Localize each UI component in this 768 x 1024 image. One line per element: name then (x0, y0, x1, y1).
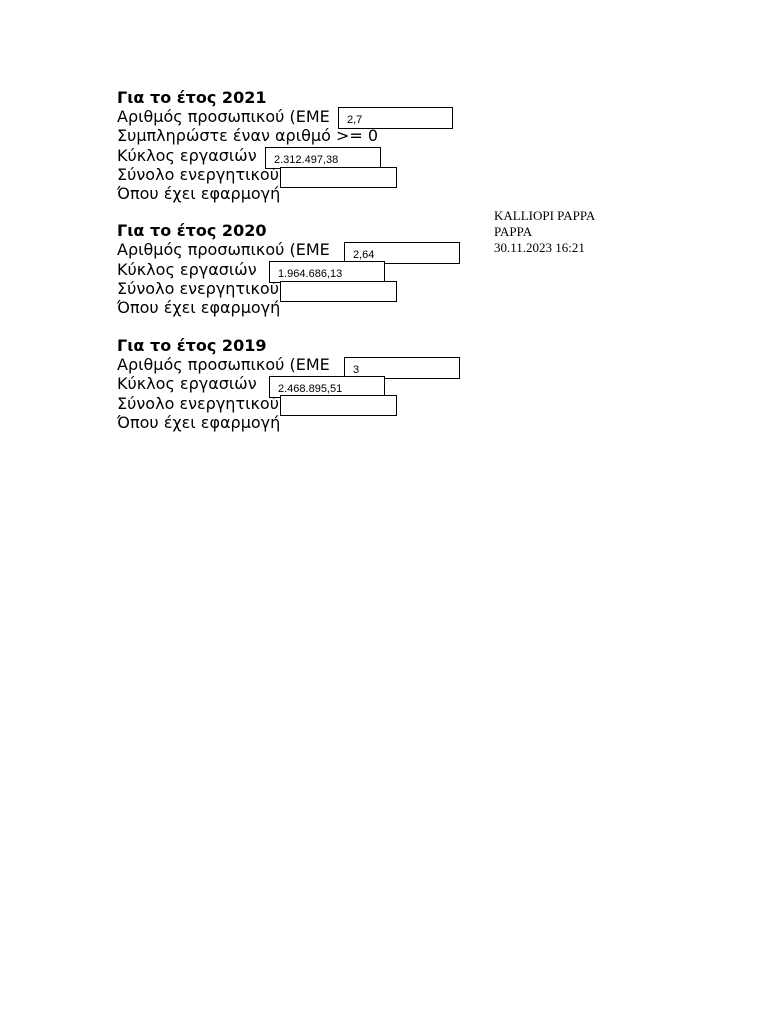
assets-label-2019: Σύνολο ενεργητικού (117, 394, 279, 413)
assets-label-2020: Σύνολο ενεργητικού (117, 279, 279, 298)
hint-text-2021: Συμπληρώστε έναν αριθμό >= 0 (117, 126, 379, 145)
turnover-label-2020: Κύκλος εργασιών (117, 260, 257, 279)
turnover-input-2021[interactable]: 2.312.497,38 (265, 147, 381, 169)
staff-label-2020: Αριθμός προσωπικού (ΕΜΕ (117, 240, 330, 259)
staff-label-2019: Αριθμός προσωπικού (ΕΜΕ (117, 355, 330, 374)
signature-surname: PAPPA (494, 224, 533, 239)
assets-input-2019[interactable] (280, 395, 397, 416)
digital-signature: KALLIOPI PAPPA PAPPA 30.11.2023 16:21 (494, 208, 595, 256)
turnover-input-2020[interactable]: 1.964.686,13 (269, 261, 385, 283)
staff-label-2021: Αριθμός προσωπικού (ΕΜΕ (117, 107, 330, 126)
assets-input-2021[interactable] (280, 167, 397, 188)
signature-timestamp: 30.11.2023 16:21 (494, 240, 585, 255)
applicable-label-2020: Όπου έχει εφαρμογή (117, 298, 281, 317)
assets-label-2021: Σύνολο ενεργητικού (117, 165, 279, 184)
heading-2019: Για το έτος 2019 (117, 336, 267, 355)
applicable-label-2019: Όπου έχει εφαρμογή (117, 413, 281, 432)
assets-input-2020[interactable] (280, 281, 397, 302)
turnover-label-2019: Κύκλος εργασιών (117, 374, 257, 393)
heading-2021: Για το έτος 2021 (117, 88, 267, 107)
staff-input-2020[interactable]: 2,64 (344, 242, 460, 264)
turnover-input-2019[interactable]: 2.468.895,51 (269, 376, 385, 398)
turnover-label-2021: Κύκλος εργασιών (117, 146, 257, 165)
heading-2020: Για το έτος 2020 (117, 221, 267, 240)
applicable-label-2021: Όπου έχει εφαρμογή (117, 184, 281, 203)
staff-input-2021[interactable]: 2,7 (338, 107, 453, 129)
signature-name: KALLIOPI PAPPA (494, 208, 596, 223)
staff-input-2019[interactable]: 3 (344, 357, 460, 379)
